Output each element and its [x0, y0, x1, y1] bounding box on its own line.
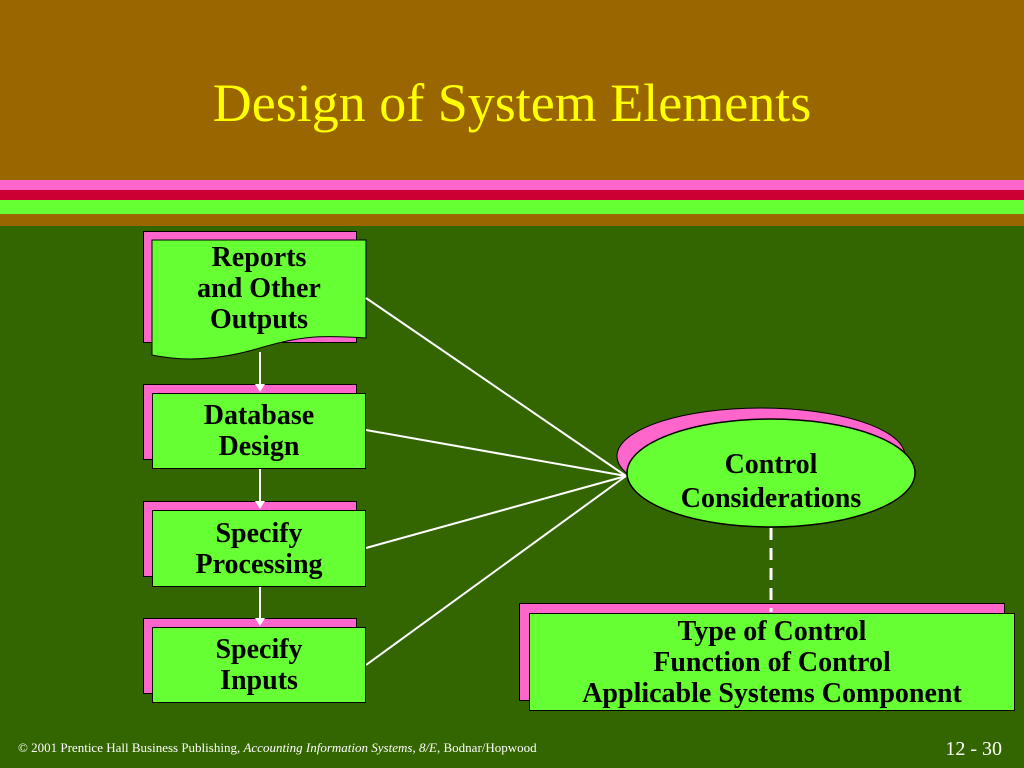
footer-book-title: Accounting Information Systems, 8/E — [243, 740, 437, 755]
stripe-pink — [0, 180, 1024, 190]
control-line-2: Considerations — [680, 483, 862, 514]
inputs-line-1: Specify — [215, 634, 303, 665]
control-considerations-label: Control Considerations — [628, 440, 914, 524]
reports-line-2: and Other — [197, 272, 321, 304]
control-types-line-3: Applicable Systems Component — [582, 677, 962, 709]
control-ellipse — [626, 418, 916, 528]
arrowhead-processing — [255, 501, 265, 509]
control-line-1: Control — [724, 449, 818, 480]
database-design-box: Database Design — [152, 393, 366, 469]
database-line-1: Database — [203, 400, 315, 431]
footer-authors: , Bodnar/Hopwood — [437, 740, 537, 755]
slide-header: Design of System Elements — [0, 0, 1024, 180]
stripe-brown — [0, 214, 1024, 226]
reports-box: Reports and Other Outputs — [152, 240, 366, 336]
arrowhead-database — [255, 384, 265, 392]
arrowhead-inputs — [255, 618, 265, 626]
line-database-to-control — [365, 429, 627, 477]
line-processing-to-control — [365, 475, 627, 549]
control-types-line-2: Function of Control — [653, 646, 891, 678]
slide-title: Design of System Elements — [212, 73, 812, 133]
control-types-line-1: Type of Control — [677, 615, 867, 647]
reports-document-shape — [151, 239, 367, 360]
line-reports-to-control — [365, 297, 627, 477]
processing-line-1: Specify — [215, 517, 303, 549]
specify-inputs-box: Specify Inputs — [152, 627, 366, 703]
stripe-green — [0, 200, 1024, 214]
specify-processing-box: Specify Processing — [152, 510, 366, 587]
processing-line-2: Processing — [195, 548, 323, 580]
database-line-2: Design — [218, 431, 300, 462]
line-inputs-to-control — [365, 475, 627, 666]
control-types-box: Type of Control Function of Control Appl… — [529, 613, 1015, 711]
inputs-line-2: Inputs — [220, 665, 298, 696]
footer-page-number: 12 - 30 — [945, 738, 1002, 760]
footer-copyright-text: © 2001 Prentice Hall Business Publishing… — [18, 740, 244, 755]
reports-line-1: Reports — [211, 241, 307, 273]
reports-line-3: Outputs — [209, 303, 309, 335]
stripe-red — [0, 190, 1024, 200]
footer-copyright: © 2001 Prentice Hall Business Publishing… — [18, 740, 537, 756]
